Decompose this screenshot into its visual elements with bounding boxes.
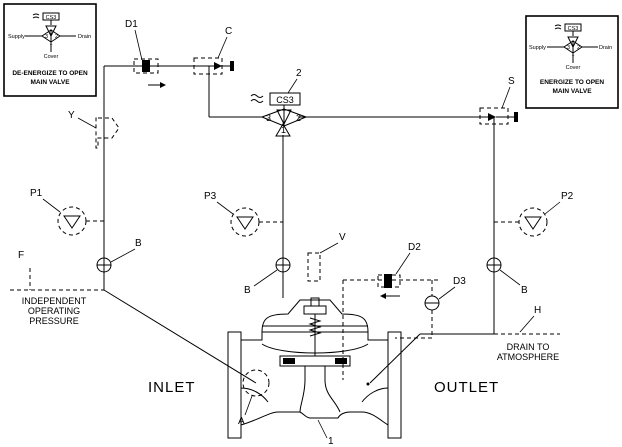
legend-left-drain: Drain <box>78 34 91 40</box>
legend-box-left: CS3 3 2 1 Supply Drain Cover DE-ENERGIZE… <box>3 3 97 97</box>
label-d1: D1 <box>125 19 138 30</box>
label-p3: P3 <box>204 191 217 202</box>
solenoid-cs3: CS3 3 2 1 <box>250 92 308 137</box>
svg-text:2: 2 <box>55 34 58 40</box>
note-independent-3: PRESSURE <box>29 316 79 326</box>
note-drain-2: ATMOSPHERE <box>497 352 559 362</box>
label-c: C <box>225 26 232 37</box>
legend-left-supply: Supply <box>8 34 25 40</box>
dashed-piping <box>10 57 560 397</box>
label-s: S <box>508 76 515 87</box>
svg-text:3: 3 <box>567 45 570 51</box>
label-v: V <box>339 232 346 243</box>
notes: INDEPENDENT OPERATING PRESSURE DRAIN TO … <box>22 296 559 362</box>
note-drain-1: DRAIN TO <box>507 342 550 352</box>
label-h: H <box>534 305 541 316</box>
legend-right-caption-1: ENERGIZE TO OPEN <box>540 79 604 86</box>
opening-speed-control-s <box>488 112 518 122</box>
inlet-label: INLET <box>148 379 196 396</box>
legend-left-solenoid-label: CS3 <box>46 15 57 21</box>
label-b-right: B <box>521 285 528 296</box>
legend-right-cover: Cover <box>566 65 581 71</box>
label-p2: P2 <box>561 191 574 202</box>
svg-text:1: 1 <box>572 52 575 58</box>
gauge-p2 <box>524 216 542 230</box>
legend-box-right: CS3 3 2 1 Supply Drain Cover ENERGIZE TO… <box>525 15 619 109</box>
legend-right-solenoid-label: CS3 <box>568 26 579 32</box>
gauge-p1 <box>63 215 81 229</box>
label-a: A <box>238 416 245 427</box>
label-b-left: B <box>135 238 142 249</box>
legend-right-drain: Drain <box>599 45 612 51</box>
svg-text:2: 2 <box>296 113 301 123</box>
svg-text:1: 1 <box>281 125 286 135</box>
gauge-p3 <box>236 216 254 230</box>
legend-left-caption-2: MAIN VALVE <box>30 79 70 86</box>
legend-left-cover: Cover <box>44 54 59 60</box>
outlet-label: OUTLET <box>434 379 499 396</box>
ball-valve-left <box>96 257 112 273</box>
label-b-center: B <box>244 285 251 296</box>
legend-right-caption-2: MAIN VALVE <box>552 88 592 95</box>
main-valve <box>227 297 402 439</box>
closing-speed-control-c <box>214 61 234 71</box>
pilot-piping <box>103 65 495 384</box>
label-d3: D3 <box>453 276 466 287</box>
svg-text:3: 3 <box>45 34 48 40</box>
legend-right-supply: Supply <box>529 45 546 51</box>
note-independent-2: OPERATING <box>28 306 80 316</box>
label-d2: D2 <box>408 242 421 253</box>
legend-left-caption-1: DE-ENERGIZE TO OPEN <box>12 70 88 77</box>
label-p1: P1 <box>30 188 43 199</box>
ball-valve-right <box>486 257 502 273</box>
svg-text:2: 2 <box>577 45 580 51</box>
label-1: 1 <box>328 436 334 447</box>
callout-labels: D1 C 2 S Y P1 P3 P2 B B B F V D2 D3 H A … <box>18 19 574 447</box>
flow-labels: INLET OUTLET <box>148 379 499 396</box>
label-f: F <box>18 250 24 261</box>
label-y: Y <box>68 110 75 121</box>
svg-text:1: 1 <box>50 41 53 47</box>
label-2: 2 <box>296 68 302 79</box>
valve-d3 <box>424 295 440 311</box>
solenoid-label: CS3 <box>276 95 294 105</box>
svg-text:3: 3 <box>266 113 271 123</box>
check-valve-d1 <box>142 60 166 88</box>
ball-valve-center <box>275 257 291 273</box>
note-independent-1: INDEPENDENT <box>22 296 87 306</box>
check-valve-d2 <box>377 274 401 299</box>
